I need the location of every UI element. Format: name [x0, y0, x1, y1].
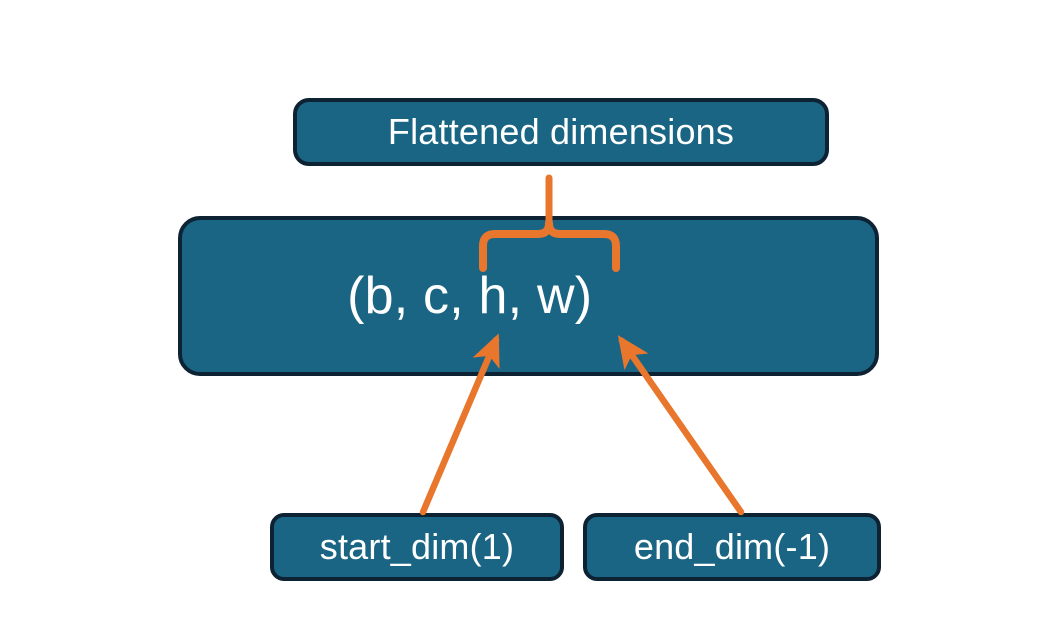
tensor-shape-label: (b, c, h, w)	[347, 267, 593, 325]
start-dim-label: start_dim(1)	[319, 526, 515, 567]
end-dim-label: end_dim(-1)	[633, 526, 831, 567]
tensor-shape-node[interactable]: (b, c, h, w)	[178, 216, 879, 376]
flattened-dimensions-label: Flattened dimensions	[387, 111, 735, 152]
start-dim-node[interactable]: start_dim(1)	[270, 513, 564, 581]
flattened-dimensions-node[interactable]: Flattened dimensions	[293, 98, 829, 166]
end-dim-node[interactable]: end_dim(-1)	[583, 513, 881, 581]
